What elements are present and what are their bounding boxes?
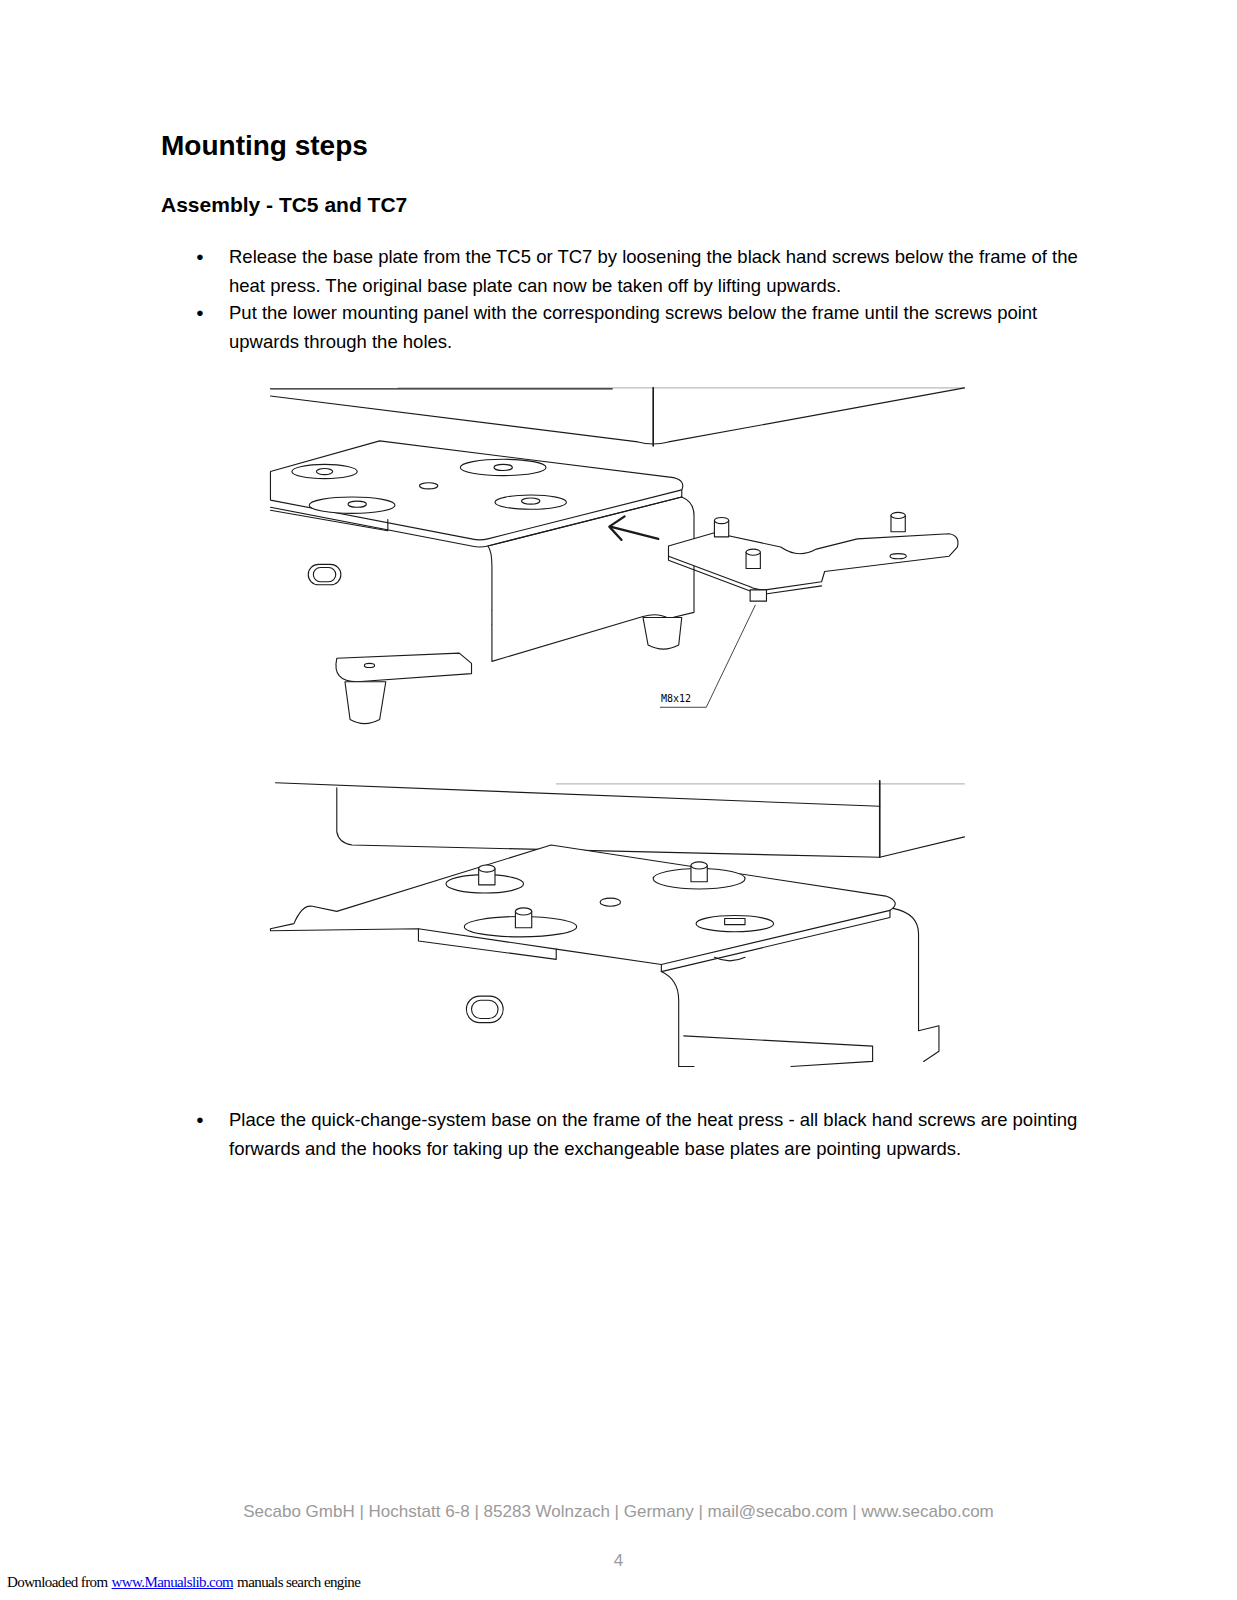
screw-callout: M8x12 xyxy=(660,693,692,705)
title-wrap: Mounting steps xyxy=(161,129,368,163)
download-row: Downloaded fromwww.Manualslib.commanuals… xyxy=(7,1573,360,1591)
page-number: 4 xyxy=(0,1551,1237,1571)
label-wrap: Secabo GmbH | Hochstatt 6-8 | 85283 Woln… xyxy=(0,1502,1237,1522)
label-wrap: Put the lower mounting panel with the co… xyxy=(229,299,1089,356)
bullet-mark: ● xyxy=(196,299,204,328)
label-wrap: M8x12 xyxy=(660,693,692,705)
heat-press-frame-illustration xyxy=(270,388,964,724)
label-wrap: Assembly - TC5 and TC7 xyxy=(161,192,407,217)
download-note: manuals search engine xyxy=(237,1573,360,1591)
label-wrap: Release the base plate from the TC5 or T… xyxy=(229,243,1089,300)
label-wrap: Place the quick-change-system base on th… xyxy=(229,1106,1089,1163)
download-note: Downloaded from xyxy=(7,1573,108,1591)
heat-press-frame-illustration xyxy=(270,781,964,1067)
instruction-text: Put the lower mounting panel with the co… xyxy=(229,299,1089,356)
footer-address: Secabo GmbH | Hochstatt 6-8 | 85283 Woln… xyxy=(0,1502,1237,1522)
section-heading: Assembly - TC5 and TC7 xyxy=(161,192,407,217)
label-wrap: ● xyxy=(196,1106,204,1135)
instruction-text: Release the base plate from the TC5 or T… xyxy=(229,243,1089,300)
label-wrap: 4 xyxy=(0,1551,1237,1571)
source-link: www.Manualslib.com xyxy=(112,1573,234,1591)
instruction-text: Place the quick-change-system base on th… xyxy=(229,1106,1089,1163)
label-wrap: ● xyxy=(196,243,204,272)
page-title: Mounting steps xyxy=(161,129,368,163)
label-wrap: ● xyxy=(196,299,204,328)
bullet-mark: ● xyxy=(196,243,204,272)
bullet-mark: ● xyxy=(196,1106,204,1135)
